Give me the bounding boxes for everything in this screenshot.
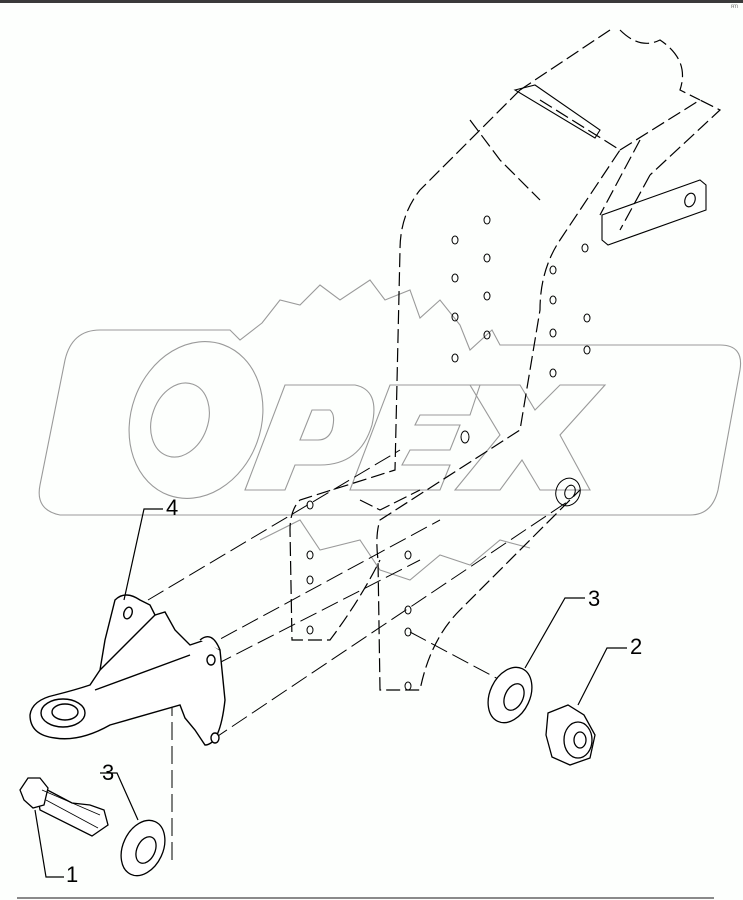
callout-3-upper[interactable]: 3 [588,586,601,611]
washer-upper [487,666,533,724]
top-border [0,0,743,3]
leader-lines [34,508,627,878]
lock-nut [545,704,596,766]
frame-tab [513,84,707,246]
washer-lower [120,819,166,877]
assembly-lines [147,449,571,860]
opex-watermark [38,279,742,581]
callout-2[interactable]: 2 [630,634,643,659]
corner-mark: r-m [731,4,738,10]
bottom-rule [17,897,714,899]
callout-3-lower[interactable]: 3 [102,760,115,785]
callout-4[interactable]: 4 [166,495,179,520]
towing-eye-bracket [29,594,226,746]
frame-outline [289,29,722,691]
bolt [19,777,109,837]
frame-holes [306,215,591,691]
callout-1[interactable]: 1 [66,862,79,887]
